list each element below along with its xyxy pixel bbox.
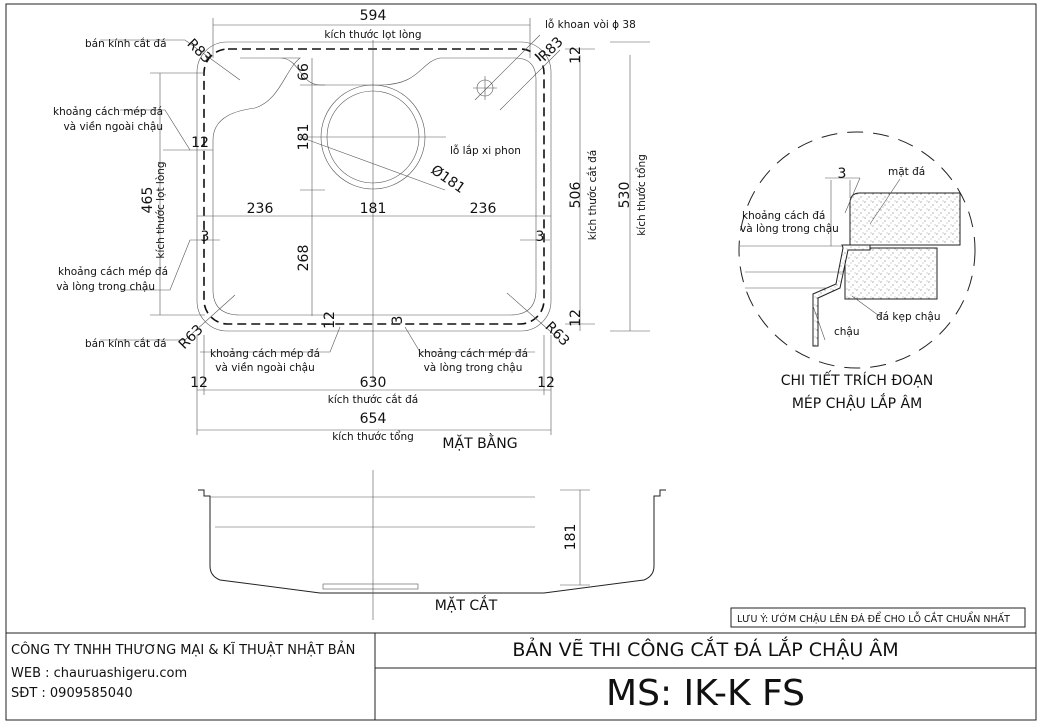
edge-outer-label-2: và viền ngoài chậu: [63, 121, 163, 133]
dim-3-bottom-center: 3: [390, 316, 406, 325]
stone-cut-line: [203, 48, 545, 325]
edge-inner-label-1: khoảng cách mép đá: [58, 266, 168, 278]
dim-594-label: kích thước lọt lòng: [324, 29, 421, 41]
dim-3-right: 3: [536, 229, 545, 245]
detail-gap-label-2: và lòng trong chậu: [740, 223, 839, 235]
dim-506: 506: [568, 182, 584, 209]
section-view: 181 MẶT CẮT: [198, 470, 666, 620]
dim-236-left: 236: [247, 201, 274, 217]
edge-inner-label-2: và lòng trong chậu: [56, 281, 155, 293]
dim-181-horizontal: 181: [360, 201, 387, 217]
drain-diameter: Ø181: [428, 162, 468, 197]
plan-view-title: MẶT BẰNG: [442, 433, 517, 452]
dim-3-left: 3: [201, 229, 210, 245]
section-depth-181: 181: [563, 524, 579, 551]
edge-outer-bottom-2: và viền ngoài chậu: [215, 362, 315, 374]
dim-66: 66: [296, 63, 312, 81]
dim-654-label: kích thước tổng: [332, 430, 414, 443]
dim-530-label: kích thước tổng: [635, 154, 648, 236]
dim-12-bottom-center: 12: [322, 311, 338, 329]
dim-12-right-bottom: 12: [537, 375, 555, 391]
detail-gap-3: 3: [838, 166, 847, 182]
dim-506-label: kích thước cắt đá: [586, 150, 599, 241]
section-view-title: MẶT CẮT: [435, 595, 498, 614]
dim-630-label: kích thước cắt đá: [328, 393, 419, 406]
radius-label-top: bán kính cắt đá: [85, 37, 167, 50]
dim-12-left-bottom: 12: [190, 375, 208, 391]
company-name: CÔNG TY TNHH THƯƠNG MẠI & KĨ THUẬT NHẬT …: [11, 643, 356, 658]
drawing-title: BẢN VẼ THI CÔNG CẮT ĐÁ LẮP CHẬU ÂM: [512, 639, 899, 661]
detail-sink-label: chậu: [834, 326, 860, 338]
edge-inner-bottom-1: khoảng cách mép đá: [418, 348, 528, 360]
dim-268: 268: [296, 245, 312, 272]
detail-clamp-label: đá kẹp chậu: [876, 311, 941, 323]
dim-12-bottom: 12: [568, 309, 584, 327]
company-website: WEB : chauruashigeru.com: [11, 666, 188, 681]
detail-title-1: CHI TIẾT TRÍCH ĐOẠN: [781, 370, 934, 389]
dim-465: 465: [140, 187, 156, 214]
dim-12-top: 12: [568, 46, 584, 64]
sink-outer-outline: [196, 41, 552, 332]
company-phone: SĐT : 0909585040: [11, 686, 133, 701]
dim-654: 654: [360, 411, 387, 427]
drain-hole-label: lỗ lắp xi phon: [450, 144, 521, 157]
edge-inner-bottom-2: và lòng trong chậu: [424, 362, 523, 374]
sink-bowl-outline: [212, 57, 537, 316]
drawing-frame: [5, 3, 1037, 721]
radius-r83-left: R83: [184, 36, 215, 67]
note-text: LƯU Ý: ƯỚM CHẬU LÊN ĐÁ ĐỂ CHO LỖ CẮT CHU…: [737, 612, 1010, 625]
edge-outer-label-1: khoảng cách mép đá: [53, 106, 163, 118]
dim-12-left: 12: [191, 135, 209, 151]
model-code: MS: IK-K FS: [606, 673, 805, 714]
detail-gap-label-1: khoảng cách đá: [742, 210, 825, 222]
plan-view: 594 kích thước lọt lòng lỗ khoan vòi ϕ 3…: [53, 8, 650, 452]
detail-title-2: MÉP CHẬU LẮP ÂM: [792, 393, 922, 412]
note-box: [730, 607, 1026, 628]
radius-label-bottom: bán kính cắt đá: [85, 337, 167, 350]
dim-594: 594: [360, 8, 387, 24]
dim-465-label: kích thước lọt lòng: [155, 161, 167, 258]
dim-530: 530: [617, 182, 633, 209]
title-block-lines: [6, 632, 1036, 720]
detail-stone-top-label: mặt đá: [888, 166, 925, 178]
radius-r63-left: R63: [176, 322, 207, 353]
detail-view: 3 mặt đá khoảng cách đá và lòng trong ch…: [738, 131, 976, 412]
edge-outer-bottom-1: khoảng cách mép đá: [210, 348, 320, 360]
dim-236-right: 236: [470, 201, 497, 217]
dim-630: 630: [360, 375, 387, 391]
faucet-hole-label: lỗ khoan vòi ϕ 38: [545, 18, 636, 31]
dim-181-vertical: 181: [296, 124, 312, 151]
